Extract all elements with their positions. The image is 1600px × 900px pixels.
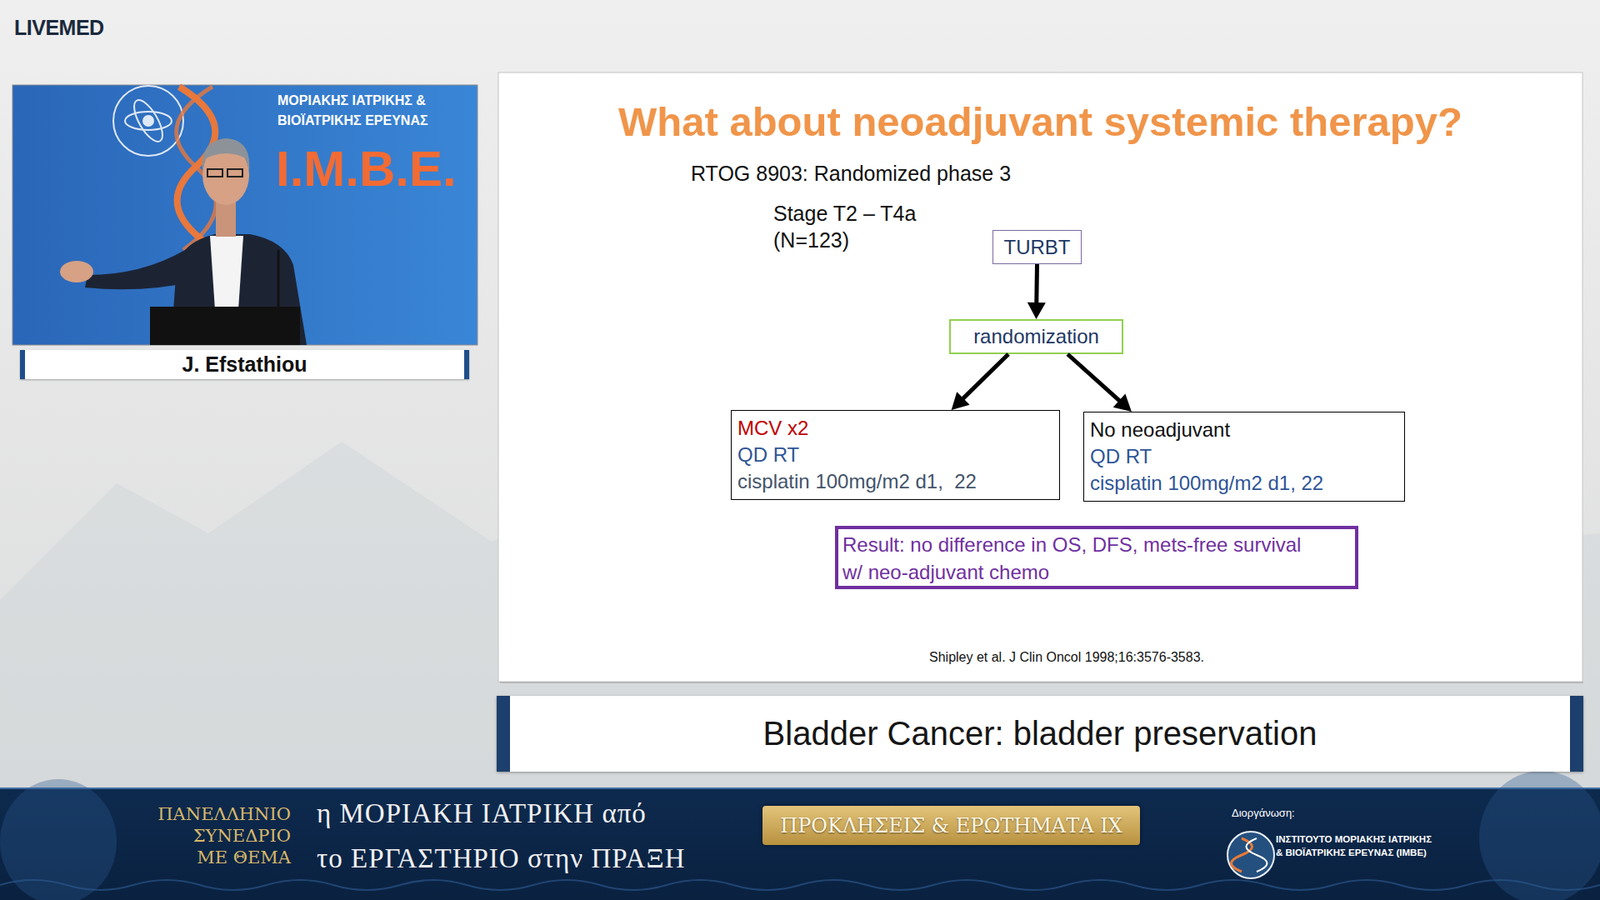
speaker-neck: [215, 200, 236, 237]
arm-box: MCV x2QD RTcisplatin 100mg/m2 d1, 22: [730, 410, 1060, 500]
node-text: No neoadjuvant: [1090, 416, 1399, 444]
institute-logo-orbit: [125, 111, 172, 130]
channel-logo: LIVEMED: [14, 15, 105, 40]
caption-band: Bladder Cancer: bladder preservation: [496, 695, 1584, 772]
slide: [498, 72, 1583, 682]
node-text: cisplatin 100mg/m2 d1, 22: [1090, 470, 1399, 497]
slide-title: What about neoadjuvant systemic therapy?: [498, 98, 1583, 145]
backdrop-text: ΜΟΡΙΑΚΗΣ ΙΑΤΡΙΚΗΣ & ΒΙΟΪΑΤΡΙΚΗΣ ΕΡΕΥΝΑΣ: [277, 90, 486, 131]
result-box: Result: no difference in OS, DFS, mets-f…: [835, 525, 1359, 590]
flow-arrow: [1027, 264, 1046, 320]
study-label: RTOG 8903: Randomized phase 3: [690, 161, 1011, 186]
org-logo-helix: [1246, 838, 1268, 872]
speaker-name-bar: J. Efstathiou: [20, 350, 470, 380]
congress-theme: η ΜΟΡΙΑΚΗ ΙΑΤΡΙΚΗ από: [316, 798, 647, 830]
node-text: QD RT: [737, 441, 1054, 469]
speaker-shirt: [210, 235, 244, 310]
footer-ornament: [0, 880, 1600, 890]
stage-label: Stage T2 – T4a (N=123): [773, 200, 953, 254]
node-text: QD RT: [1090, 443, 1399, 470]
footer-edge: [0, 787, 1600, 790]
organizer-name: ΙΝΣΤΙΤΟΥΤΟ ΜΟΡΙΑΚΗΣ ΙΑΤΡΙΚΗΣ & ΒΙΟΪΑΤΡΙΚ…: [1275, 832, 1435, 860]
node-text: cisplatin 100mg/m2 d1, 22: [737, 468, 1054, 495]
node-text: MCV x2: [737, 415, 1054, 442]
node-text: ΠΡΟΚΛΗΣΕΙΣ & ΕΡΩΤΗΜΑΤΑ IX: [780, 814, 1122, 838]
institute-logo-core: [142, 115, 155, 127]
flow-arrow: [1067, 354, 1132, 412]
speaker-hand: [60, 260, 94, 283]
flow-arrow: [951, 354, 1009, 410]
lectern: [150, 306, 300, 345]
slide-shadow: [500, 681, 1584, 684]
arrow-shaft: [1034, 264, 1040, 305]
statue-silhouette: [0, 779, 117, 900]
microphone: [277, 250, 280, 307]
org-logo: [1227, 831, 1275, 879]
congress-theme: το ΕΡΓΑΣΤΗΡΙΟ στην ΠΡΑΞΗ: [316, 843, 686, 875]
organizer-label: Διοργάνωση:: [1231, 806, 1295, 820]
node-text: Result: no difference in OS, DFS, mets-f…: [842, 530, 1314, 586]
speaker-glasses: [207, 169, 223, 177]
process-box: TURBT: [992, 230, 1082, 265]
citation: Shipley et al. J Clin Oncol 1998;16:3576…: [866, 650, 1267, 665]
process-box: randomization: [949, 319, 1124, 355]
event-badge: ΠΡΟΚΛΗΣΕΙΣ & ΕΡΩΤΗΜΑΤΑ IX: [762, 805, 1140, 845]
node-text: Bladder Cancer: bladder preservation: [763, 715, 1318, 753]
node-text: TURBT: [1004, 235, 1071, 260]
footer-banner: [0, 787, 1600, 900]
speaker-hair: [202, 138, 250, 171]
institute-logo-orbit: [128, 95, 168, 145]
statue-silhouette: [1479, 770, 1600, 900]
congress-label: ΠΑΝΕΛΛΗΝΙΟ ΣΥΝΕΔΡΙΟ ΜΕ ΘΕΜΑ: [157, 803, 291, 869]
arrow-head: [1027, 302, 1046, 320]
arrow-shaft: [962, 354, 1010, 400]
arm-box: No neoadjuvantQD RTcisplatin 100mg/m2 d1…: [1083, 411, 1405, 502]
backdrop-logo: I.M.B.E.: [275, 140, 457, 198]
node-text: J. Efstathiou: [181, 352, 307, 377]
speaker-arm: [85, 250, 194, 290]
institute-logo: [113, 85, 184, 156]
arrow-shaft: [1067, 354, 1120, 402]
node-text: randomization: [973, 325, 1100, 349]
speaker-glasses: [227, 169, 243, 177]
